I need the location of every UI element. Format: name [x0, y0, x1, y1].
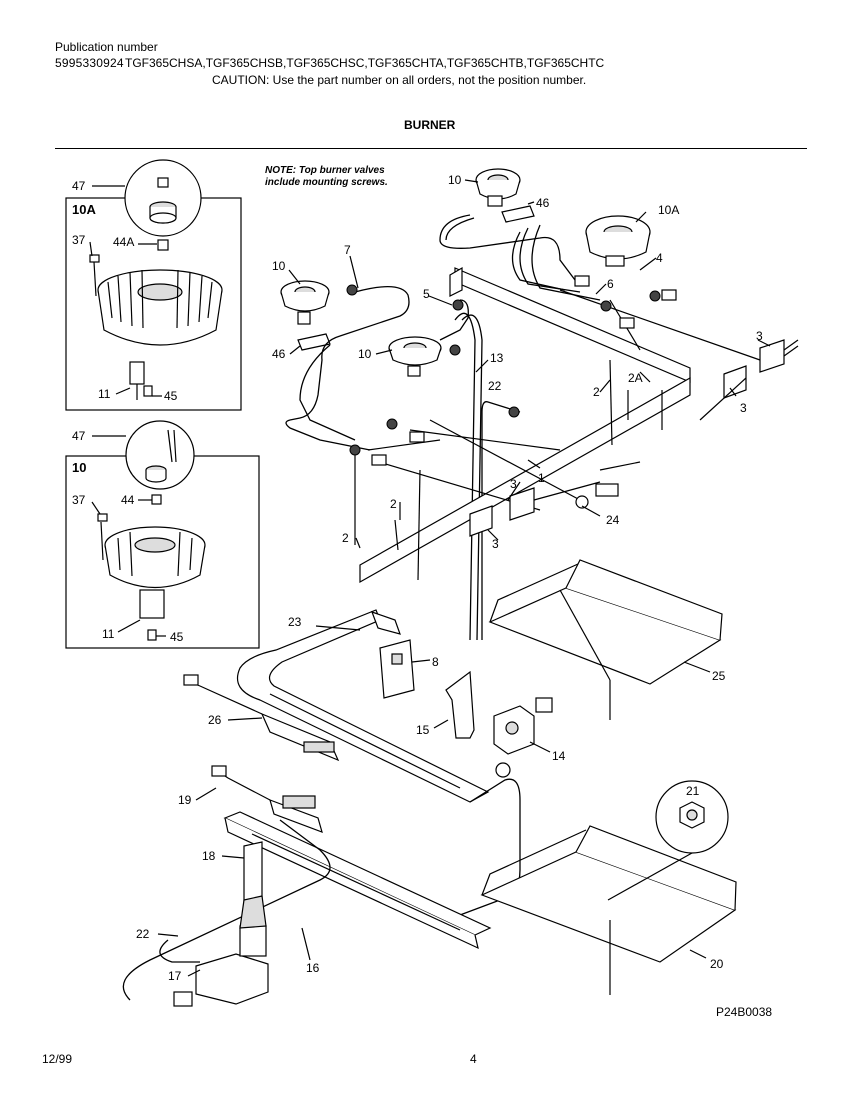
callout-14: 14 — [552, 749, 566, 763]
callout-45: 45 — [164, 389, 178, 403]
callout-10a: 10A — [658, 203, 679, 217]
callout-19: 19 — [178, 793, 192, 807]
callout-2: 2 — [342, 531, 349, 545]
callout-47: 47 — [72, 429, 86, 443]
callout-37: 37 — [72, 493, 86, 507]
spark-module-8 — [379, 639, 415, 699]
inset-10-cap-circle — [125, 420, 195, 490]
callout-3: 3 — [756, 329, 763, 343]
callout-22: 22 — [136, 927, 150, 941]
callout-5: 5 — [423, 287, 430, 301]
broil-igniter-19 — [211, 765, 323, 833]
inset-10a-cap-circle — [124, 159, 202, 237]
oven-igniter-26 — [183, 674, 340, 762]
bracket-15 — [445, 670, 475, 739]
inset-10a: 10A 47 37 — [65, 159, 242, 411]
orifice-fitting-24 — [575, 483, 619, 509]
callout-37: 37 — [72, 233, 86, 247]
valve-rail — [354, 289, 761, 581]
oven-burner-23 — [236, 609, 490, 803]
burner-head-left — [280, 280, 330, 325]
broil-valve-17 — [173, 841, 269, 1007]
callout-18: 18 — [202, 849, 216, 863]
caution-text: CAUTION: Use the part number on all orde… — [212, 73, 587, 87]
callout-44: 44 — [121, 493, 135, 507]
callout-7: 7 — [344, 243, 351, 257]
callout-44a: 44A — [113, 235, 134, 249]
callout-46: 46 — [272, 347, 286, 361]
inset-10-title: 10 — [72, 460, 86, 475]
callout-3: 3 — [510, 477, 517, 491]
baffle-25 — [488, 559, 723, 720]
callout-46: 46 — [536, 196, 550, 210]
publication-label: Publication number — [55, 40, 158, 54]
burner-head-rear-left — [475, 168, 521, 207]
bracket-46-rear — [501, 205, 535, 223]
callout-8: 8 — [432, 655, 439, 669]
callout-24: 24 — [606, 513, 620, 527]
drawing-id: P24B0038 — [716, 1005, 773, 1019]
publication-number: 5995330924 — [55, 56, 124, 70]
nut-21-inset — [655, 780, 729, 854]
bracket-46-left — [297, 333, 331, 351]
page-number: 4 — [470, 1052, 477, 1066]
main-assembly: 10 46 10A 7 10 46 5 10 13 4 6 3 3 2 2A 2… — [122, 168, 799, 1007]
oven-valve-14 — [493, 697, 553, 755]
inset-10: 10 47 37 44 11 45 — [65, 420, 260, 649]
callout-21: 21 — [686, 784, 700, 798]
callout-16: 16 — [306, 961, 320, 975]
callout-26: 26 — [208, 713, 222, 727]
callout-2a: 2A — [628, 371, 643, 385]
inset-10a-title: 10A — [72, 202, 96, 217]
callout-6: 6 — [607, 277, 614, 291]
callout-11: 11 — [98, 387, 111, 401]
gas-tubing — [285, 214, 601, 641]
callout-25: 25 — [712, 669, 726, 683]
callout-23: 23 — [288, 615, 302, 629]
valve-fittings — [346, 275, 677, 466]
callout-17: 17 — [168, 969, 182, 983]
callout-3: 3 — [492, 537, 499, 551]
manifold-pipe — [359, 266, 691, 584]
baffle-20 — [480, 825, 737, 995]
callout-1: 1 — [538, 471, 545, 485]
burner-head-center — [388, 336, 442, 377]
callout-22: 22 — [488, 379, 502, 393]
callout-10: 10 — [358, 347, 372, 361]
callout-10: 10 — [272, 259, 286, 273]
callout-45: 45 — [170, 630, 184, 644]
callout-2: 2 — [593, 385, 600, 399]
callout-10: 10 — [448, 173, 462, 187]
model-numbers: TGF365CHSA,TGF365CHSB,TGF365CHSC,TGF365C… — [125, 56, 605, 70]
callout-15: 15 — [416, 723, 430, 737]
callout-13: 13 — [490, 351, 504, 365]
section-title: BURNER — [404, 118, 456, 132]
callout-2: 2 — [390, 497, 397, 511]
valve-note: NOTE: Top burner valves include mounting… — [265, 165, 388, 188]
callout-11: 11 — [102, 627, 115, 641]
terminal-blocks — [469, 339, 785, 537]
footer-date: 12/99 — [42, 1052, 73, 1066]
header-rule — [55, 148, 807, 149]
burner-head-rear-right — [585, 215, 651, 267]
callout-20: 20 — [710, 957, 724, 971]
broil-burner-16 — [223, 811, 492, 950]
callout-47: 47 — [72, 179, 86, 193]
callout-4: 4 — [656, 251, 663, 265]
callout-3: 3 — [740, 401, 747, 415]
